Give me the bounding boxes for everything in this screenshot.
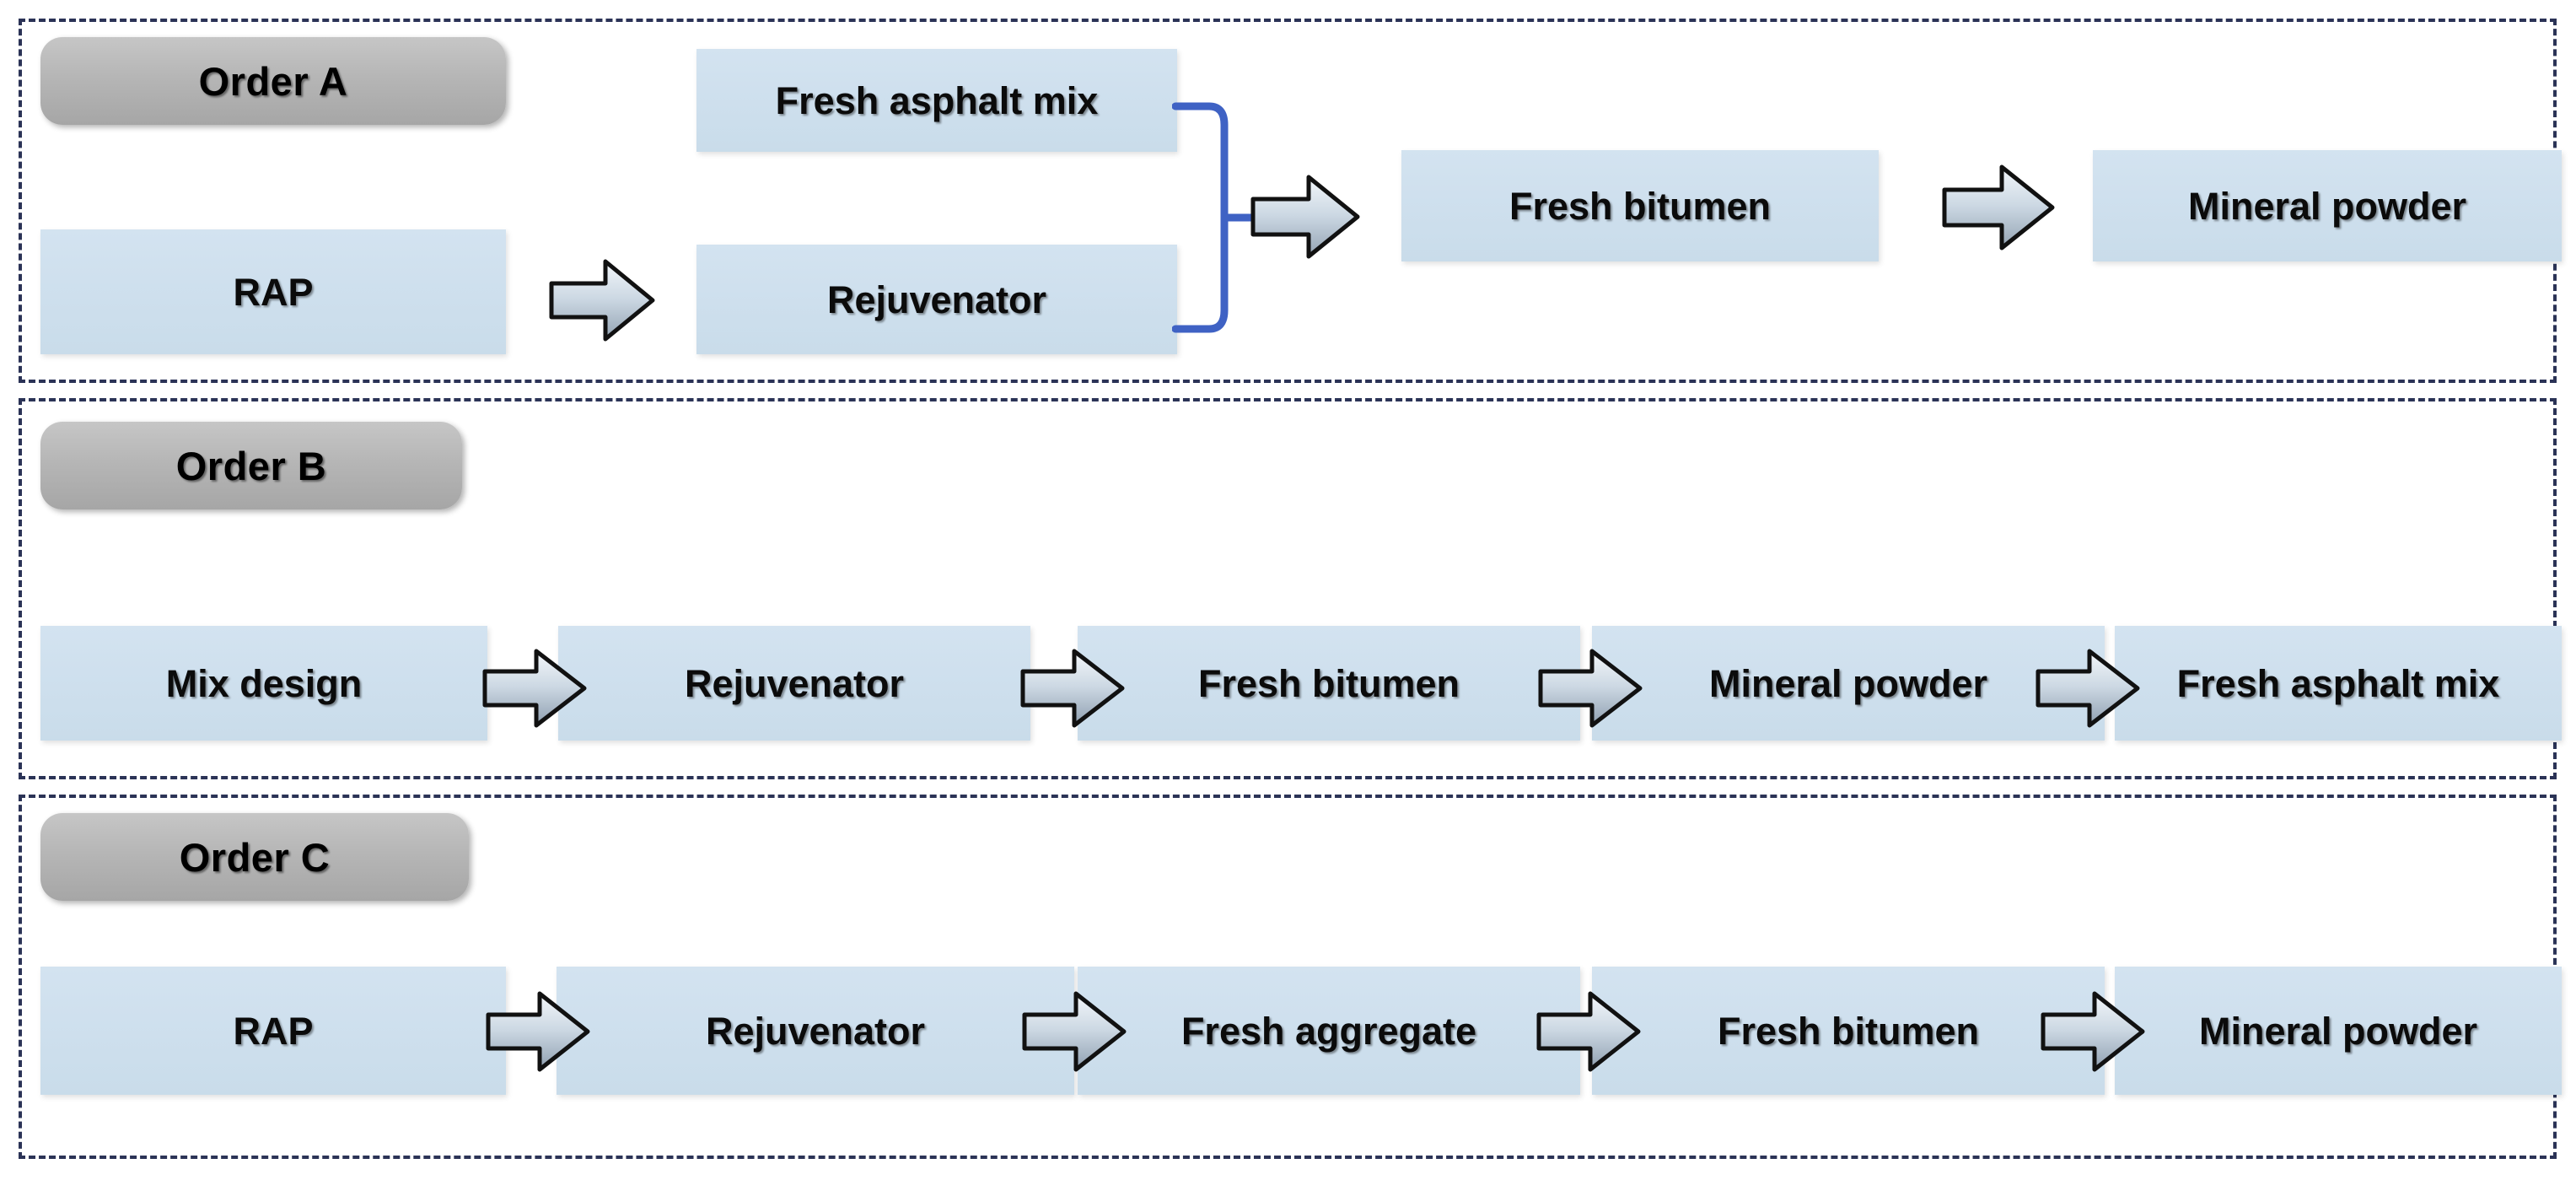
box-label: Rejuvenator xyxy=(826,277,1047,321)
box-label: Mineral powder xyxy=(2187,184,2467,228)
arrow-right-icon-b-2 xyxy=(1019,646,1127,730)
box-fresh-aggregate-c[interactable]: Fresh aggregate xyxy=(1078,967,1580,1095)
order-b-tab-label: Order B xyxy=(175,443,327,488)
arrow-right-icon-c-3 xyxy=(1535,989,1643,1075)
box-fresh-asphalt-mix-b[interactable]: Fresh asphalt mix xyxy=(2115,626,2562,741)
box-rejuvenator-c[interactable]: Rejuvenator xyxy=(557,967,1074,1095)
box-label: Rejuvenator xyxy=(705,1009,926,1053)
box-mineral-powder-a[interactable]: Mineral powder xyxy=(2093,150,2562,261)
box-label: Fresh bitumen xyxy=(1197,661,1460,705)
box-fresh-bitumen-b[interactable]: Fresh bitumen xyxy=(1078,626,1580,741)
arrow-right-icon-b-4 xyxy=(2034,646,2142,730)
arrow-right-icon-b-3 xyxy=(1536,646,1644,730)
order-b-tab[interactable]: Order B xyxy=(40,422,462,509)
box-label: Rejuvenator xyxy=(684,661,905,705)
arrow-right-icon-a-bitumen xyxy=(1939,160,2057,255)
box-label: Fresh asphalt mix xyxy=(775,78,1099,122)
box-mineral-powder-c[interactable]: Mineral powder xyxy=(2115,967,2562,1095)
box-rejuvenator-a[interactable]: Rejuvenator xyxy=(696,245,1177,354)
box-rap-a[interactable]: RAP xyxy=(40,229,506,354)
box-mix-design-b[interactable]: Mix design xyxy=(40,626,487,741)
box-mineral-powder-b[interactable]: Mineral powder xyxy=(1592,626,2105,741)
arrow-right-icon-a-merge xyxy=(1248,170,1363,263)
arrow-right-icon-c-4 xyxy=(2039,989,2147,1075)
box-fresh-bitumen-a[interactable]: Fresh bitumen xyxy=(1401,150,1879,261)
box-label: Mineral powder xyxy=(1708,661,1988,705)
box-rejuvenator-b[interactable]: Rejuvenator xyxy=(558,626,1030,741)
box-label: Fresh bitumen xyxy=(1717,1009,1980,1053)
order-a-tab-label: Order A xyxy=(198,58,348,104)
box-label: Mix design xyxy=(165,661,363,705)
box-label: Fresh asphalt mix xyxy=(2176,661,2500,705)
box-label: Mineral powder xyxy=(2198,1009,2478,1053)
order-c-tab-label: Order C xyxy=(179,834,331,880)
order-c-tab[interactable]: Order C xyxy=(40,813,469,901)
box-label: Fresh bitumen xyxy=(1508,184,1772,228)
box-fresh-asphalt-mix-a[interactable]: Fresh asphalt mix xyxy=(696,49,1177,152)
order-a-tab[interactable]: Order A xyxy=(40,37,506,125)
arrow-right-icon-c-2 xyxy=(1020,989,1128,1075)
arrow-right-icon-b-1 xyxy=(481,646,589,730)
box-label: Fresh aggregate xyxy=(1180,1009,1477,1053)
arrow-right-icon-c-1 xyxy=(484,989,592,1075)
box-label: RAP xyxy=(233,1009,314,1053)
box-fresh-bitumen-c[interactable]: Fresh bitumen xyxy=(1592,967,2105,1095)
arrow-right-icon-a-rap xyxy=(546,255,658,346)
box-label: RAP xyxy=(233,270,314,314)
box-rap-c[interactable]: RAP xyxy=(40,967,506,1095)
